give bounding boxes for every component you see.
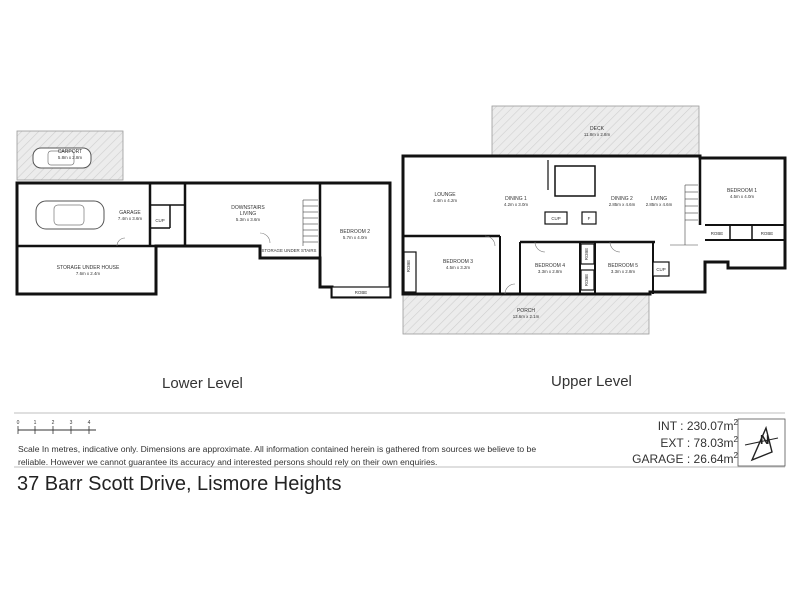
disclaimer: Scale In metres, indicative only. Dimens… bbox=[18, 444, 537, 467]
property-address: 37 Barr Scott Drive, Lismore Heights bbox=[17, 473, 342, 495]
bedroom3-label: BEDROOM 3 bbox=[443, 259, 473, 265]
bedroom4-label: BEDROOM 4 bbox=[535, 263, 565, 269]
bedroom5-dims: 3.3m x 2.8m bbox=[611, 269, 635, 274]
scale-bar: 0 1 2 3 4 bbox=[17, 420, 96, 434]
scale-tick: 0 bbox=[17, 420, 20, 426]
stat-garage: GARAGE : 26.64m2 bbox=[632, 451, 738, 466]
robe-label: ROBE bbox=[761, 231, 774, 236]
scale-tick: 1 bbox=[34, 420, 37, 426]
stairs bbox=[670, 184, 698, 246]
bedroom1-dims: 4.5m x 4.0m bbox=[730, 194, 754, 199]
stat-int: INT : 230.07m2 bbox=[657, 418, 738, 433]
scale-tick: 3 bbox=[70, 420, 73, 426]
robe-label: ROBE bbox=[584, 274, 589, 287]
bedroom5-label: BEDROOM 5 bbox=[608, 263, 638, 269]
carport-label: CARPORT bbox=[58, 149, 82, 155]
robe-label: ROBE bbox=[711, 231, 724, 236]
dining1-label: DINING 1 bbox=[505, 196, 527, 202]
downstairs-label: DOWNSTAIRS bbox=[231, 205, 265, 211]
garage-label: GARAGE bbox=[119, 210, 141, 216]
lounge-dims: 4.4m x 4.2m bbox=[433, 198, 457, 203]
stat-ext: EXT : 78.03m2 bbox=[660, 435, 738, 450]
lower-level-title: Lower Level bbox=[162, 375, 243, 392]
scale-tick: 2 bbox=[52, 420, 55, 426]
lounge-label: LOUNGE bbox=[434, 192, 456, 198]
car-icon bbox=[35, 200, 105, 230]
carport-dims: 5.8m x 2.8m bbox=[58, 155, 82, 160]
upper-level-plan: DECK 11.8m x 2.8m LOUNGE 4.4m x 4.2m DIN… bbox=[401, 105, 787, 335]
storage-under-stairs-label: STORAGE UNDER STAIRS bbox=[262, 248, 317, 253]
upper-level-title: Upper Level bbox=[551, 373, 632, 390]
bedroom2-label: BEDROOM 2 bbox=[340, 229, 370, 235]
kitchen-bench bbox=[554, 165, 596, 197]
lower-level-plan: CARPORT 5.8m x 2.8m GARAGE 7.4m x 3.6m C… bbox=[15, 130, 392, 299]
deck-area bbox=[491, 105, 700, 159]
storage-under-house-dims: 7.6m x 2.4m bbox=[76, 271, 100, 276]
lower-outer-walls bbox=[15, 181, 392, 299]
cup-label: CUP bbox=[656, 267, 665, 272]
robe-label: ROBE bbox=[406, 260, 411, 273]
porch-label: PORCH bbox=[517, 308, 535, 314]
cup-label: CUP bbox=[155, 218, 164, 223]
dining2-dims: 2.85m x 4.6m bbox=[609, 202, 636, 207]
deck-dims: 11.8m x 2.8m bbox=[584, 132, 611, 137]
cup-label: CUP bbox=[551, 216, 560, 221]
garage-dims: 7.4m x 3.6m bbox=[118, 216, 142, 221]
fridge-label: F bbox=[588, 216, 591, 221]
deck-label: DECK bbox=[590, 126, 605, 132]
car-icon bbox=[32, 147, 92, 169]
scale-tick: 4 bbox=[88, 420, 91, 426]
downstairs-living-label: LIVING bbox=[240, 211, 257, 217]
bedroom1-label: BEDROOM 1 bbox=[727, 188, 757, 194]
bedroom2-dims: 5.7m x 4.0m bbox=[343, 235, 367, 240]
storage-under-house-label: STORAGE UNDER HOUSE bbox=[57, 265, 120, 271]
compass-label: N bbox=[760, 432, 769, 447]
dining1-dims: 4.2m x 3.0m bbox=[504, 202, 528, 207]
north-arrow-icon: N bbox=[737, 418, 786, 467]
bedroom3-dims: 4.5m x 3.2m bbox=[446, 265, 470, 270]
stairs bbox=[302, 199, 318, 246]
bedroom4-dims: 3.3m x 2.8m bbox=[538, 269, 562, 274]
robe-label: ROBE bbox=[584, 248, 589, 261]
downstairs-dims: 5.3m x 3.6m bbox=[236, 217, 260, 222]
robe-label: ROBE bbox=[355, 290, 368, 295]
living-label: LIVING bbox=[651, 196, 668, 202]
porch-dims: 13.6m x 2.1m bbox=[513, 314, 540, 319]
dining2-label: DINING 2 bbox=[611, 196, 633, 202]
living-dims: 2.85m x 4.6m bbox=[646, 202, 673, 207]
